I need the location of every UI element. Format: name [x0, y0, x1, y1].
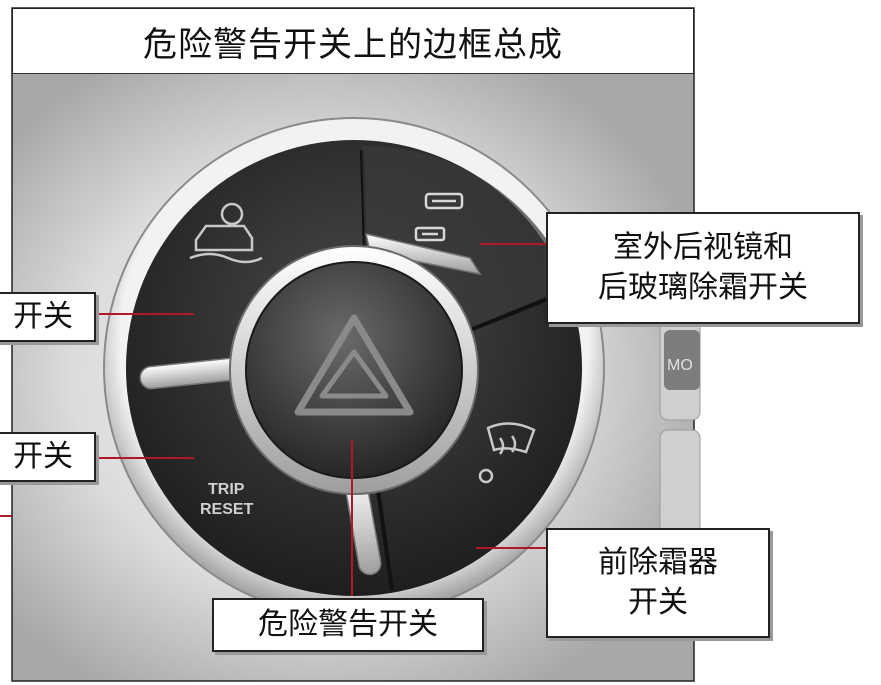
- leader-lines: [0, 243, 546, 596]
- diagram-title: 危险警告开关上的边框总成: [12, 8, 694, 74]
- top-right-segment: [362, 145, 572, 328]
- label-front-line2: 开关: [628, 585, 688, 620]
- label-mirror-line2: 后玻璃除霜开关: [598, 270, 808, 305]
- side-button-text: MO: [667, 357, 693, 374]
- hazard-triangle-icon: [294, 314, 414, 416]
- label-mirror-line1: 室外后视镜和: [613, 230, 793, 265]
- windshield-defrost-icon: [478, 422, 536, 484]
- side-button-panel: MO: [659, 299, 701, 541]
- label-mirror-rear-defrost: 室外后视镜和 后玻璃除霜开关: [546, 212, 860, 324]
- label-front-line1: 前除霜器: [598, 545, 718, 580]
- hazard-button[interactable]: [245, 261, 463, 479]
- car-traction-icon: [189, 202, 263, 264]
- label-hazard-switch: 危险警告开关: [212, 598, 484, 652]
- reset-text: RESET: [200, 501, 254, 518]
- label-left-upper: 开关: [0, 292, 96, 342]
- label-front-defrost: 前除霜器 开关: [546, 528, 770, 638]
- trip-text: TRIP: [208, 481, 245, 498]
- label-hazard-text: 危险警告开关: [258, 607, 438, 642]
- label-left-lower-text: 开关: [13, 439, 73, 474]
- label-left-upper-text: 开关: [13, 299, 73, 334]
- rear-defrost-icon: [414, 192, 464, 242]
- label-left-lower: 开关: [0, 432, 96, 482]
